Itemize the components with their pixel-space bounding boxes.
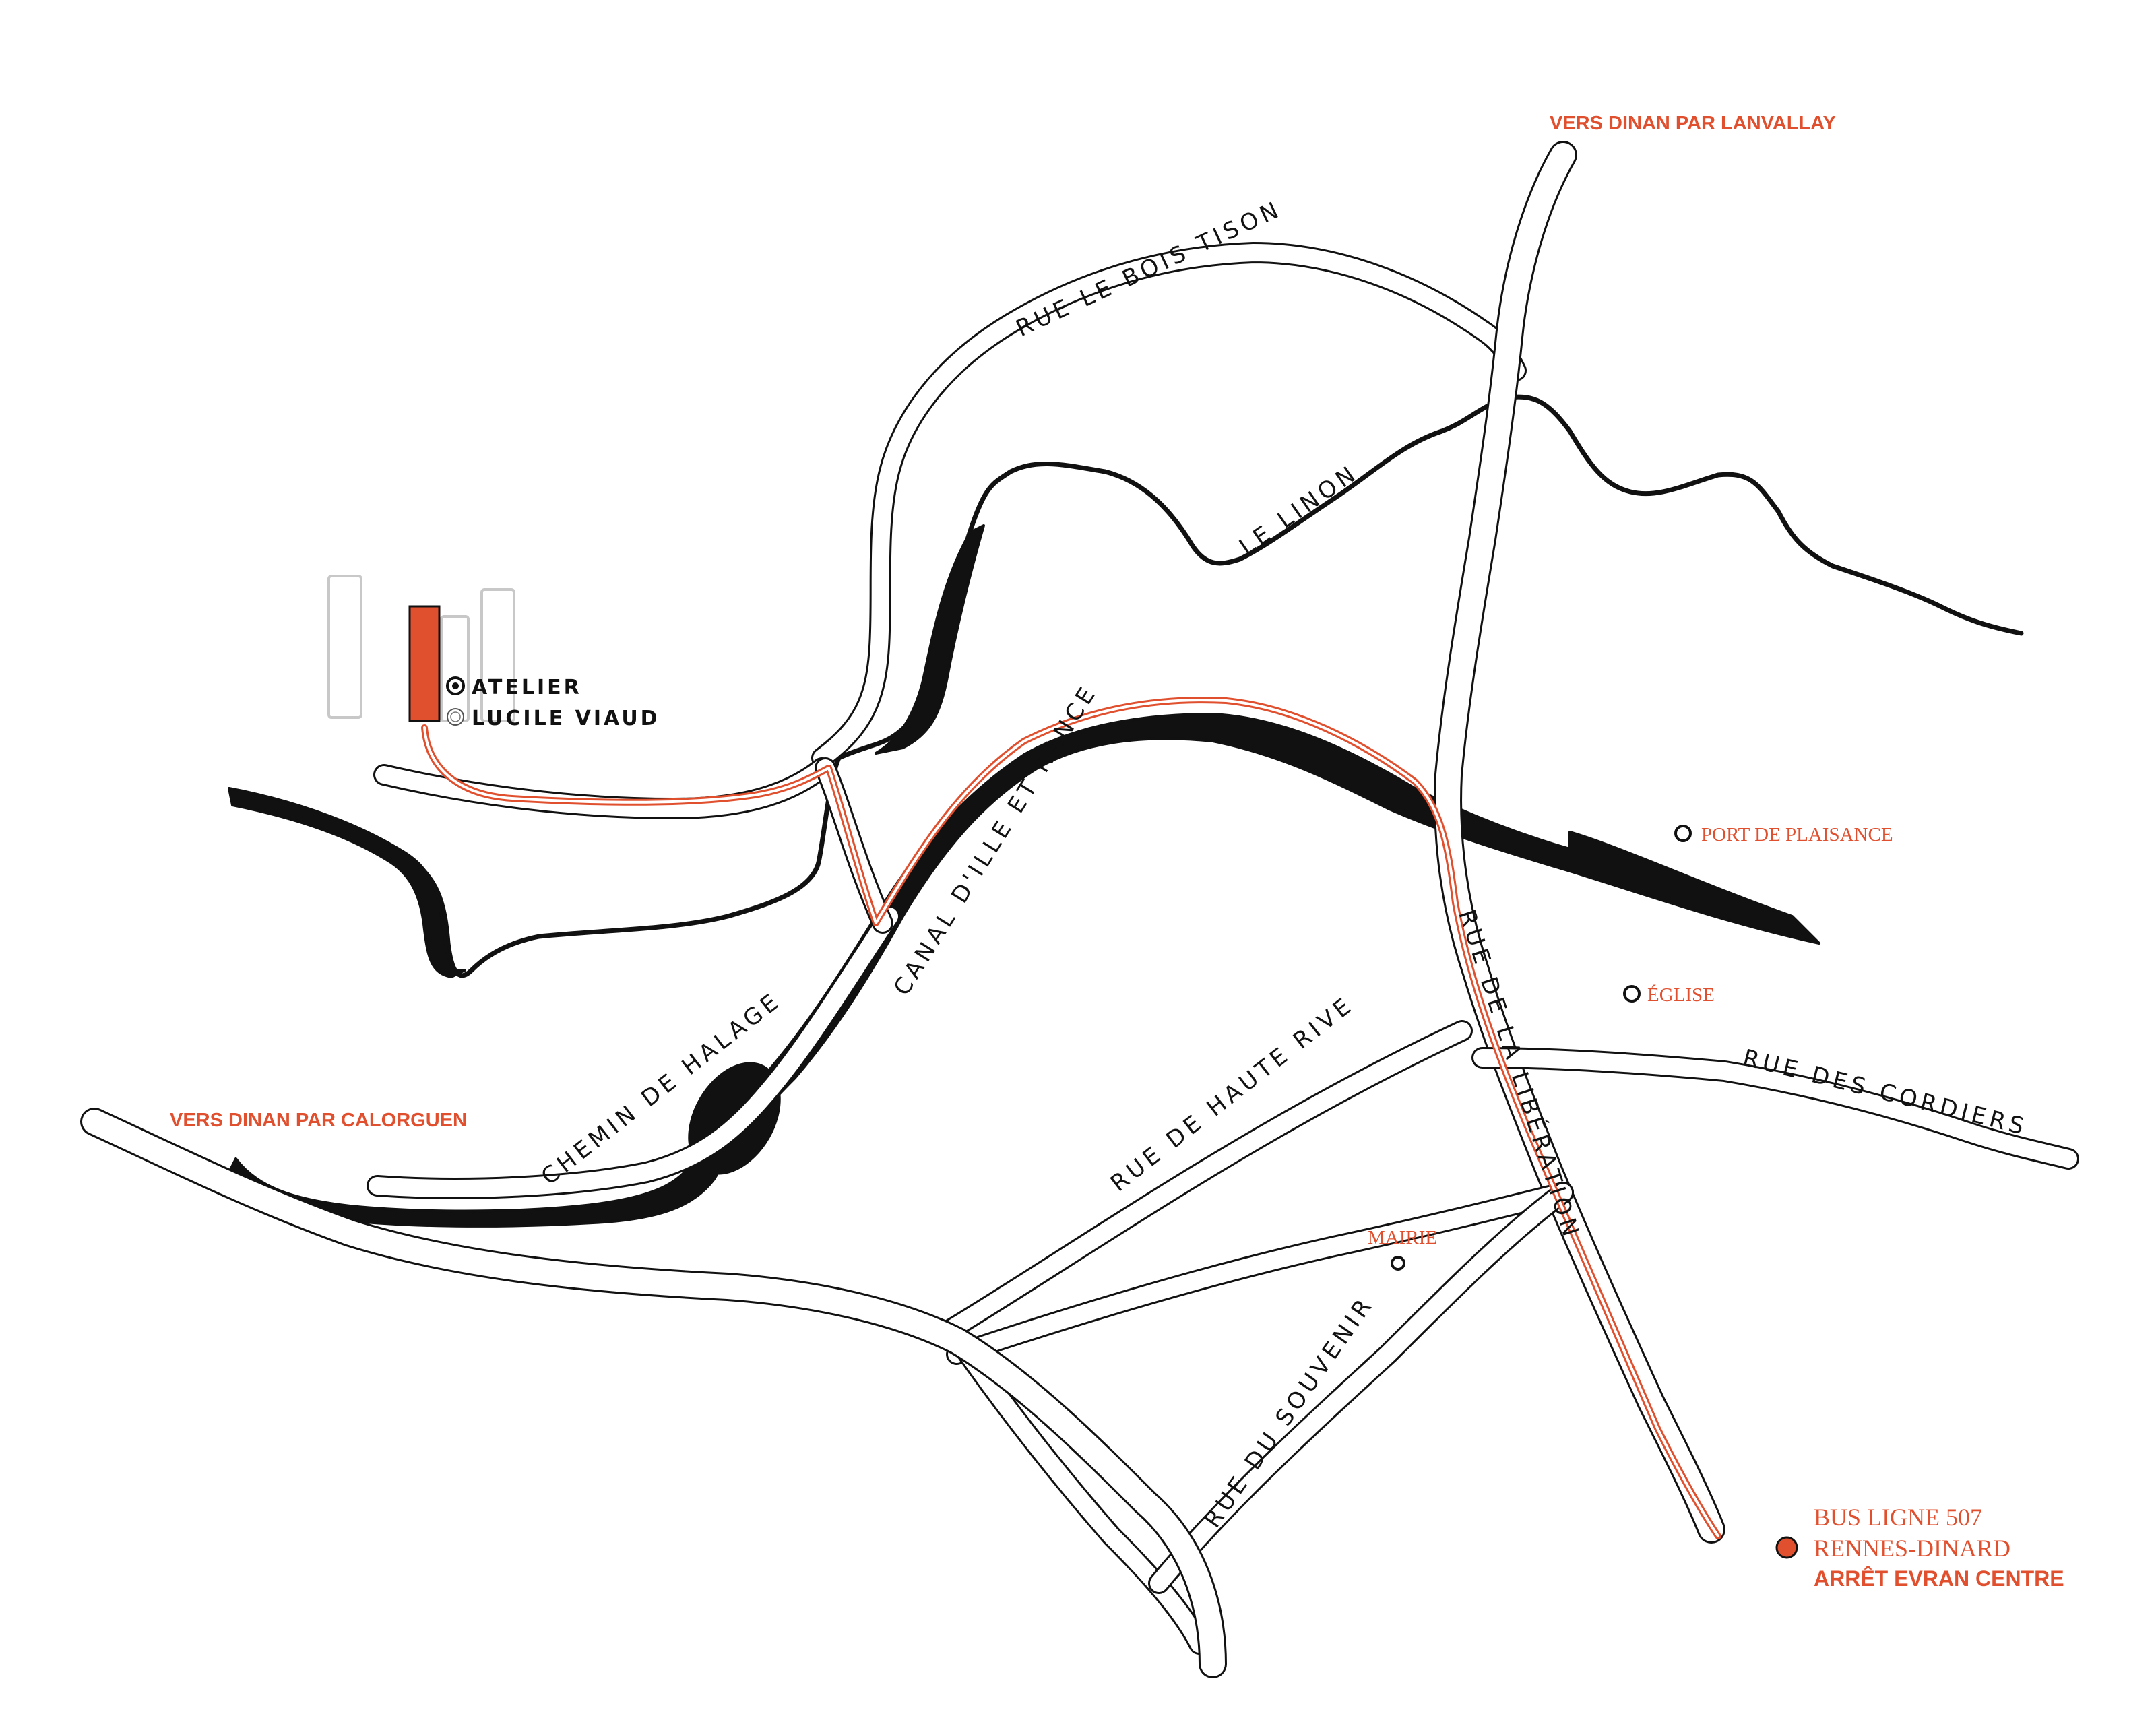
poi-port-marker [1674, 825, 1692, 842]
ghost-building-1 [327, 575, 362, 719]
river-linon-west-thick [228, 787, 466, 978]
river-linon [836, 394, 2024, 761]
road-calorguen-inner [82, 1110, 1225, 1676]
road-souvenir-east-inner [1150, 1184, 1572, 1592]
atelier-building [408, 605, 441, 722]
atelier-label-line2: LUCILE VIAUD [472, 707, 660, 730]
bus-label-line2: RENNES-DINARD [1814, 1535, 2010, 1562]
poi-port-label: PORT DE PLAISANCE [1701, 824, 1893, 846]
road-bois-tison-inner [813, 244, 1525, 767]
atelier-marker [446, 676, 465, 726]
target-dot-icon-center [452, 682, 459, 689]
seal-icon-inner [450, 711, 461, 722]
poi-eglise-label: ÉGLISE [1647, 984, 1715, 1006]
bus-label-line3: ARRÊT EVRAN CENTRE [1814, 1566, 2064, 1591]
road-halage-inner [369, 908, 898, 1197]
river-label-linon: LE LINON [1234, 459, 1364, 561]
route-atelier-to-bus [421, 697, 1721, 1539]
road-cordiers-inner [1473, 1049, 2077, 1168]
street-bois-tison: RUE LE BOIS TISON [1012, 195, 1286, 342]
atelier-label-line1: ATELIER [472, 676, 582, 699]
street-souvenir: RUE DU SOUVENIR [1199, 1292, 1380, 1533]
route-inner [423, 699, 1719, 1537]
poi-eglise-marker [1623, 985, 1641, 1003]
river-linon-thick-west [875, 524, 985, 755]
ghost-building-3 [480, 588, 515, 722]
seal-icon [447, 708, 464, 726]
poi-mairie-label: MAIRIE [1368, 1227, 1437, 1248]
road-souvenir-inner [955, 1339, 1208, 1653]
bus-stop-marker [1775, 1536, 1798, 1559]
ghost-building-2 [440, 615, 470, 722]
poi-mairie-marker [1391, 1256, 1405, 1271]
destination-north: VERS DINAN PAR LANVALLAY [1550, 113, 1836, 134]
road-mairie-inner [948, 1184, 1572, 1363]
destination-west: VERS DINAN PAR CALORGUEN [170, 1110, 467, 1131]
road-haute-rive-inner [934, 1022, 1471, 1343]
bus-label-line1: BUS LIGNE 507 [1814, 1504, 1982, 1531]
